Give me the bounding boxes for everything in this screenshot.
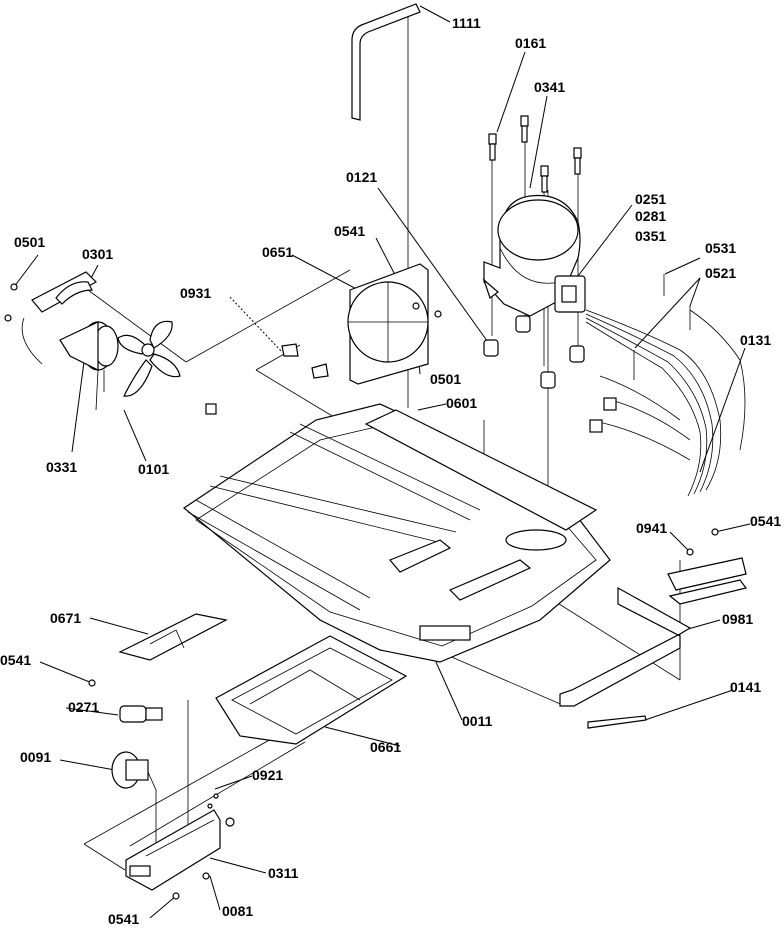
label-0271: 0271 bbox=[68, 699, 99, 715]
grommets bbox=[483, 315, 585, 389]
label-0671: 0671 bbox=[50, 610, 81, 626]
label-0541-d: 0541 bbox=[108, 911, 139, 927]
label-0301: 0301 bbox=[82, 246, 113, 262]
label-0281: 0281 bbox=[635, 208, 666, 224]
bracket-0941 bbox=[667, 528, 748, 605]
label-0131: 0131 bbox=[740, 332, 771, 348]
label-0331: 0331 bbox=[46, 459, 77, 475]
label-0661: 0661 bbox=[370, 739, 401, 755]
label-0251: 0251 bbox=[635, 191, 666, 207]
component-0271 bbox=[119, 705, 163, 723]
base-pan-0011 bbox=[182, 403, 611, 663]
label-0141: 0141 bbox=[730, 679, 761, 695]
label-0121: 0121 bbox=[346, 169, 377, 185]
label-0541-c: 0541 bbox=[0, 652, 31, 668]
label-0541-b: 0541 bbox=[750, 513, 781, 529]
label-0601: 0601 bbox=[446, 395, 477, 411]
label-0351: 0351 bbox=[635, 228, 666, 244]
compressor-0341 bbox=[482, 194, 586, 317]
wiring-harness-0131 bbox=[585, 274, 746, 497]
rod-0141 bbox=[587, 715, 647, 729]
tube-1111 bbox=[351, 3, 421, 121]
label-0341: 0341 bbox=[534, 79, 565, 95]
screw-0541-c bbox=[88, 679, 96, 687]
label-0161: 0161 bbox=[515, 35, 546, 51]
label-0531: 0531 bbox=[705, 240, 736, 256]
fan-blade-0101 bbox=[117, 320, 217, 415]
label-0941: 0941 bbox=[636, 520, 667, 536]
label-0501-b: 0501 bbox=[430, 371, 461, 387]
label-0101: 0101 bbox=[138, 461, 169, 477]
label-0501-a: 0501 bbox=[14, 234, 45, 250]
label-0931: 0931 bbox=[180, 285, 211, 301]
fan-motor-0331 bbox=[4, 271, 119, 411]
label-0081: 0081 bbox=[222, 903, 253, 919]
condenser-coil bbox=[187, 423, 481, 611]
label-0311: 0311 bbox=[268, 865, 299, 881]
drain-pan-0661 bbox=[215, 635, 408, 745]
label-0011: 0011 bbox=[462, 713, 493, 729]
part-labels: 1111 0161 0341 0121 0251 0281 0351 0531 … bbox=[0, 15, 781, 927]
label-0921: 0921 bbox=[252, 767, 283, 783]
label-0981: 0981 bbox=[722, 611, 753, 627]
thermostat-0091 bbox=[111, 751, 157, 850]
drain-tray-0981 bbox=[559, 586, 692, 707]
bracket-0931 bbox=[281, 343, 329, 379]
label-0651: 0651 bbox=[262, 244, 293, 260]
label-0521: 0521 bbox=[705, 265, 736, 281]
cover-0671 bbox=[118, 613, 228, 661]
bracket-0651 bbox=[347, 263, 442, 385]
label-0091: 0091 bbox=[20, 749, 51, 765]
housing-0311 bbox=[125, 793, 235, 900]
label-0541-a: 0541 bbox=[334, 223, 365, 239]
bolts-0161 bbox=[488, 115, 582, 193]
label-1111: 1111 bbox=[452, 15, 481, 31]
